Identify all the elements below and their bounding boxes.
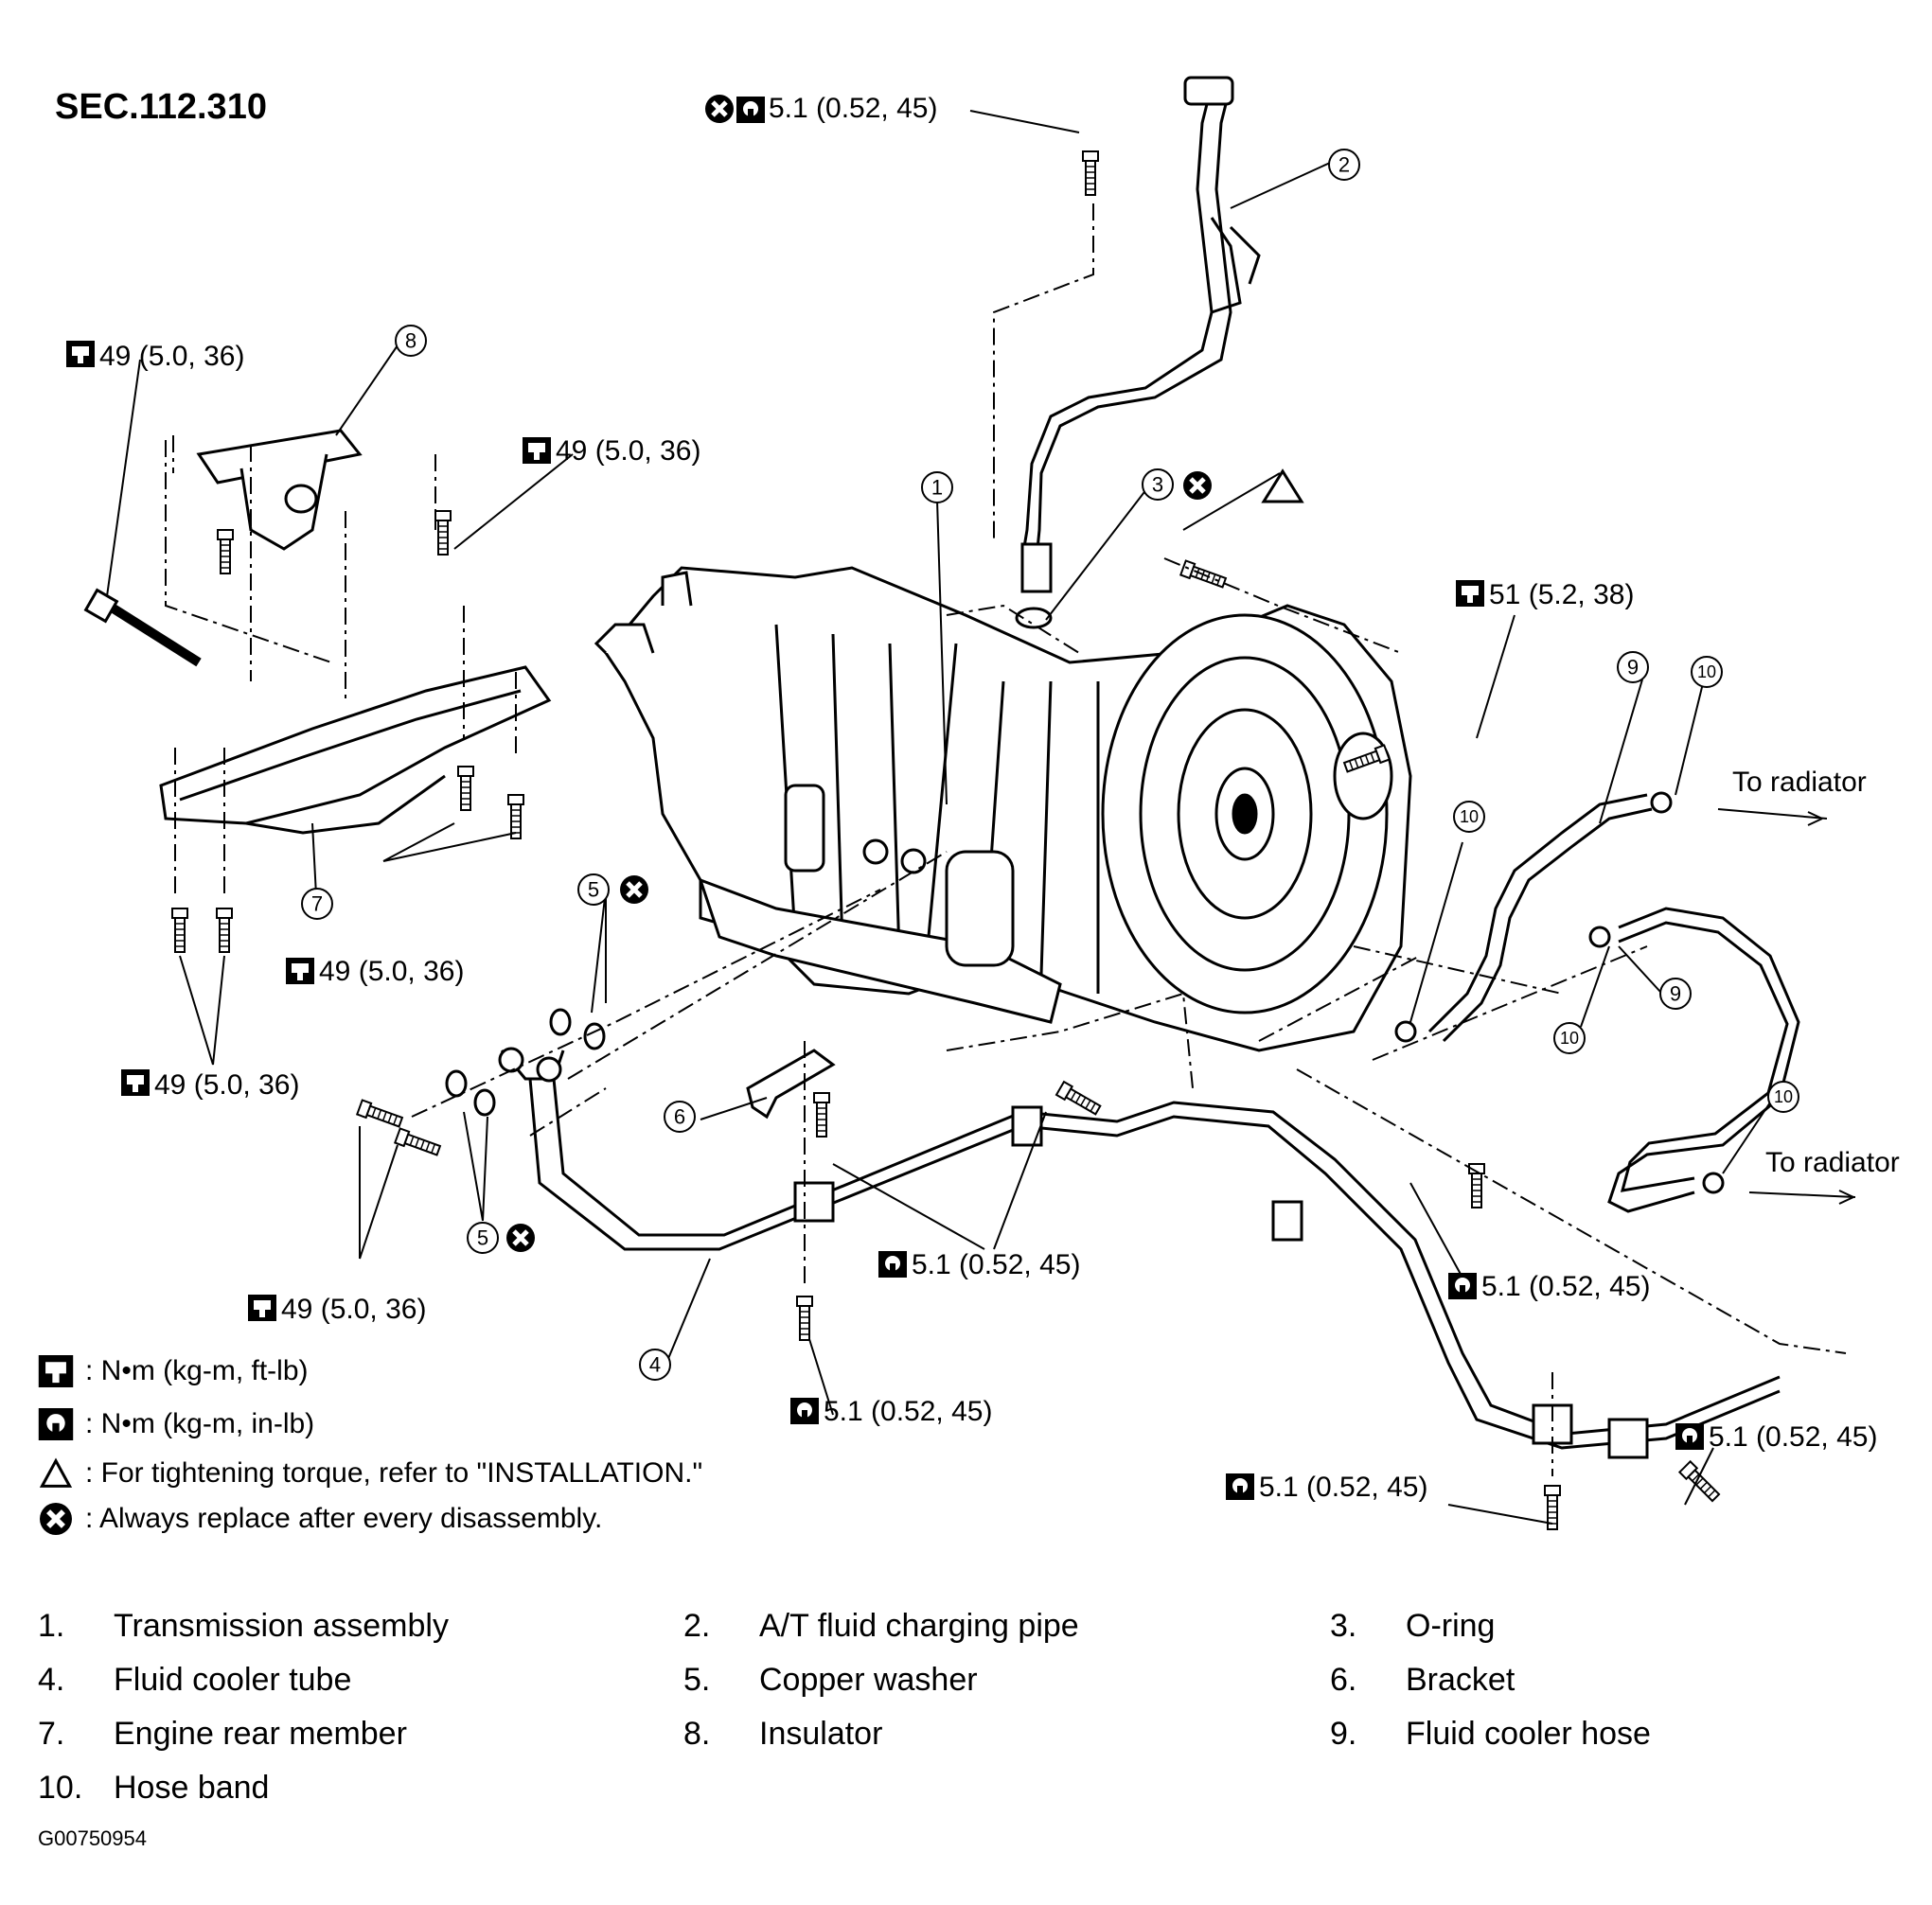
- callout-circle-5b: [467, 1222, 499, 1254]
- figure-code: G00750954: [38, 1826, 147, 1850]
- callout-5a: 5: [588, 878, 599, 902]
- callout-circle-3: [1142, 468, 1174, 501]
- callout-circle-7: [301, 888, 333, 920]
- callout-7: 7: [311, 892, 323, 916]
- callout-5b: 5: [477, 1226, 488, 1250]
- callout-circle-9b: [1659, 978, 1692, 1010]
- callout-10b: 10: [1460, 807, 1479, 826]
- callout-8: 8: [405, 329, 417, 353]
- legend-ft-lb: : N•m (kg-m, ft-lb): [38, 1355, 309, 1387]
- to-radiator-upper: To radiator: [1732, 767, 1867, 798]
- callout-numbers: 1 2 3 4 5 5 6 7 8 9 9 10 10 10 10: [311, 153, 1793, 1377]
- legend-replace: : Always replace after every disassembly…: [38, 1503, 602, 1535]
- triangle-symbol: [1261, 468, 1304, 503]
- part-item-2: 2.A/T fluid charging pipe: [683, 1608, 1079, 1644]
- torque-label-top: 5.1 (0.52, 45): [769, 93, 938, 124]
- torque-label-51: 51 (5.2, 38): [1489, 579, 1635, 610]
- torque-label-bracket-mid: 5.1 (0.52, 45): [912, 1249, 1081, 1280]
- callout-circle-8: [395, 325, 427, 357]
- torque-label-tube-bolts: 49 (5.0, 36): [281, 1294, 427, 1325]
- torque-label-clamp-right: 5.1 (0.52, 45): [1481, 1271, 1651, 1302]
- transmission-assembly: [594, 566, 1412, 1052]
- to-radiator-lower: To radiator: [1765, 1147, 1900, 1178]
- part-item-9: 9.Fluid cooler hose: [1330, 1716, 1651, 1752]
- callout-10d: 10: [1774, 1087, 1793, 1106]
- callout-10c: 10: [1560, 1029, 1579, 1048]
- part-item-10: 10.Hose band: [38, 1770, 270, 1806]
- bolts: [83, 150, 1723, 1530]
- callout-10a: 10: [1697, 662, 1716, 681]
- alignment-lines: [165, 203, 1847, 1476]
- callout-1: 1: [931, 476, 943, 500]
- engine-rear-member: [159, 665, 552, 835]
- o-ring: [1015, 607, 1053, 629]
- callout-circle-5a: [577, 873, 610, 906]
- part-item-5: 5.Copper washer: [683, 1662, 978, 1698]
- torque-label-clamp-far-right: 5.1 (0.52, 45): [1709, 1421, 1878, 1453]
- legend-in-lb: : N•m (kg-m, in-lb): [38, 1408, 314, 1440]
- legend-ft-lb-text: : N•m (kg-m, ft-lb): [85, 1355, 309, 1386]
- part-item-7: 7.Engine rear member: [38, 1716, 407, 1752]
- callout-4: 4: [649, 1353, 661, 1377]
- triangle-icon: [39, 1457, 73, 1488]
- callout-3: 3: [1152, 473, 1163, 497]
- callout-circle-10d: [1767, 1081, 1799, 1113]
- insulator: [196, 429, 363, 551]
- torque-label-bracket-bottom: 5.1 (0.52, 45): [824, 1396, 993, 1427]
- part-item-4: 4.Fluid cooler tube: [38, 1662, 352, 1698]
- torque-label-clamp-bottom: 5.1 (0.52, 45): [1259, 1472, 1428, 1503]
- replace-icon: [38, 1503, 74, 1535]
- torque-label-insulator-right: 49 (5.0, 36): [556, 435, 701, 467]
- fluid-cooler-hose: [1427, 793, 1800, 1213]
- callout-circle-6: [664, 1101, 696, 1133]
- legend-replace-text: : Always replace after every disassembly…: [85, 1503, 603, 1534]
- wrench-icon: [38, 1355, 74, 1387]
- leader-lines: [106, 110, 1856, 1525]
- part-item-3: 3.O-ring: [1330, 1608, 1496, 1644]
- callout-circle-2: [1328, 149, 1360, 181]
- section-title: SEC.112.310: [55, 87, 267, 127]
- torque-label-insulator-left: 49 (5.0, 36): [99, 341, 245, 372]
- wrench-in-lb-icon: [38, 1408, 74, 1440]
- hose-band: [1394, 791, 1725, 1194]
- legend-triangle-text: : For tightening torque, refer to "INSTA…: [85, 1457, 703, 1489]
- callout-2: 2: [1338, 153, 1350, 177]
- legend-triangle: : For tightening torque, refer to "INSTA…: [38, 1457, 702, 1490]
- callout-circle-10b: [1453, 801, 1485, 833]
- callout-circle-10a: [1691, 656, 1723, 688]
- callout-9a: 9: [1627, 656, 1639, 679]
- copper-washers: [445, 1008, 606, 1117]
- legend-in-lb-text: : N•m (kg-m, in-lb): [85, 1408, 315, 1439]
- callout-circle-9a: [1617, 651, 1649, 683]
- torque-label-member-right: 49 (5.0, 36): [319, 956, 465, 987]
- callout-circle-10c: [1553, 1022, 1586, 1054]
- callout-6: 6: [674, 1105, 685, 1129]
- part-item-1: 1.Transmission assembly: [38, 1608, 449, 1644]
- callout-circles: [301, 149, 1799, 1381]
- callout-circle-4: [639, 1349, 671, 1381]
- bracket: [746, 1049, 836, 1120]
- torque-label-member-left: 49 (5.0, 36): [154, 1069, 300, 1101]
- part-item-6: 6.Bracket: [1330, 1662, 1515, 1698]
- part-item-8: 8.Insulator: [683, 1716, 883, 1752]
- callout-circle-1: [921, 471, 953, 503]
- callout-9b: 9: [1670, 982, 1681, 1006]
- fluid-charging-pipe: [1020, 76, 1261, 593]
